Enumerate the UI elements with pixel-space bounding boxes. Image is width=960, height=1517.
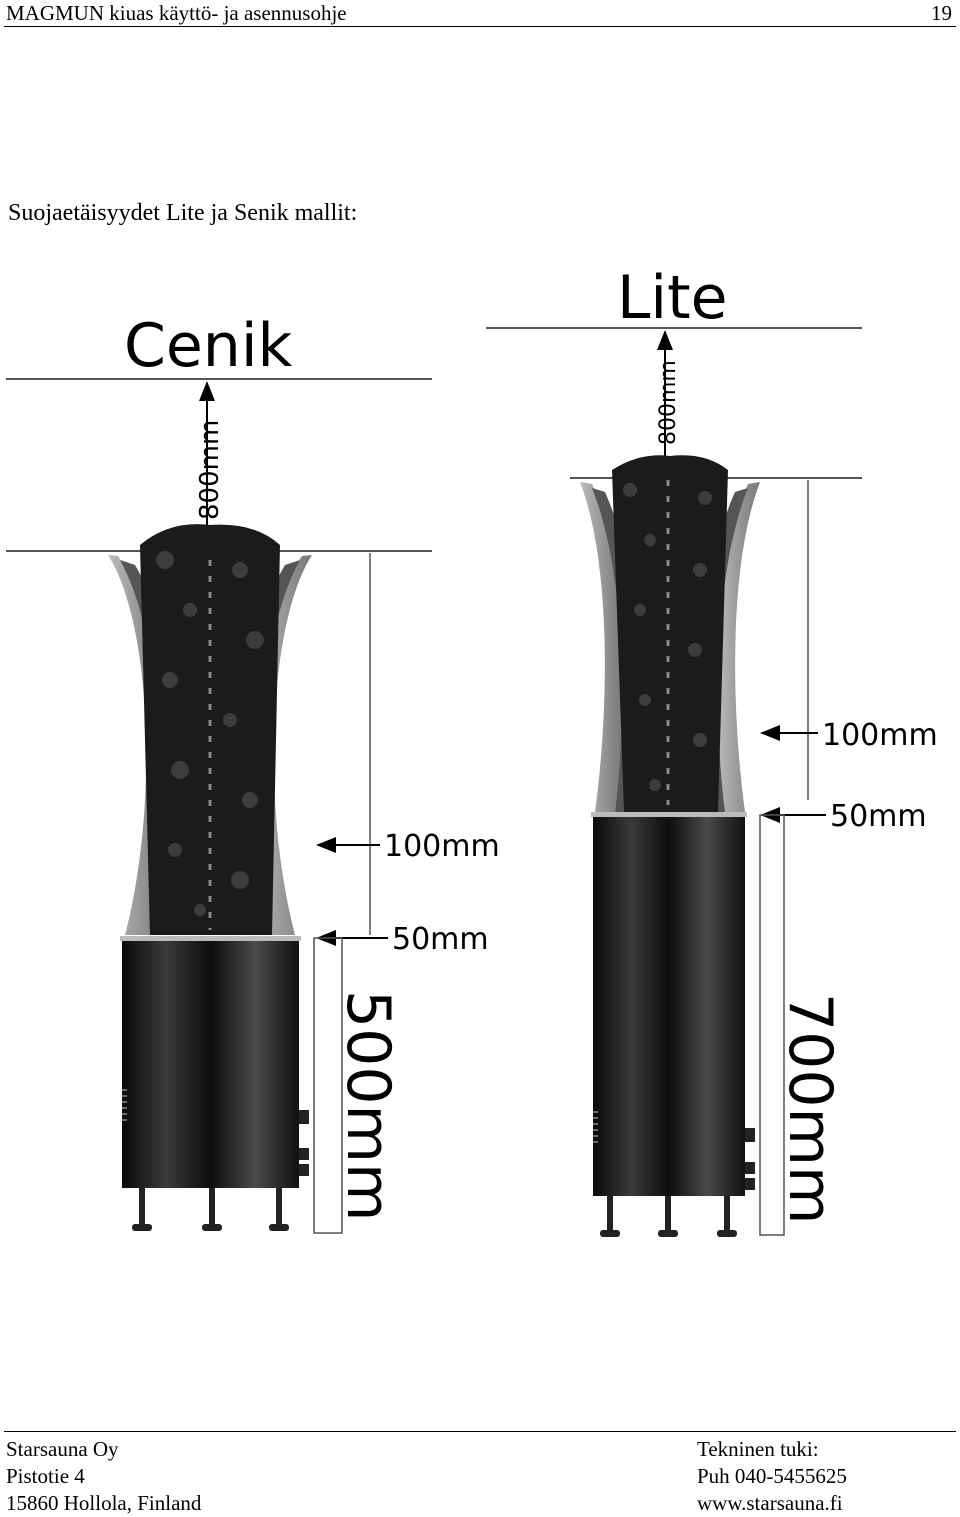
footer-support-title: Tekninen tuki: bbox=[697, 1437, 819, 1461]
cenik-height-bracket bbox=[313, 937, 343, 1234]
footer-phone: Puh 040-5455625 bbox=[697, 1464, 847, 1488]
footer-website: www.starsauna.fi bbox=[697, 1491, 843, 1515]
document-title: MAGMUN kiuas käyttö- ja asennusohje bbox=[6, 1, 347, 25]
cenik-heater-group: Cenik 800mm bbox=[6, 311, 500, 1234]
lite-stones bbox=[612, 455, 728, 812]
lite-label: Lite bbox=[617, 263, 728, 333]
section-heading: Suojaetäisyydet Lite ja Senik mallit: bbox=[8, 200, 358, 226]
lite-leaf-right bbox=[716, 482, 760, 812]
lite-top-clearance: 800mm bbox=[656, 360, 681, 445]
cenik-vent bbox=[122, 1089, 127, 1121]
lite-vent bbox=[593, 1111, 598, 1143]
lite-height-bracket bbox=[759, 814, 785, 1236]
cenik-body bbox=[122, 938, 299, 1188]
lite-leaf-left bbox=[580, 482, 624, 812]
cenik-stone-texture bbox=[156, 551, 264, 916]
cenik-label: Cenik bbox=[124, 311, 293, 381]
cenik-connectors bbox=[299, 1110, 309, 1176]
footer-rule bbox=[4, 1431, 956, 1432]
footer-company-name: Starsauna Oy bbox=[6, 1437, 119, 1461]
lite-body-rim bbox=[591, 812, 747, 817]
lite-side-upper: 100mm bbox=[822, 718, 938, 753]
footer-company-info: Starsauna Oy Pistotie 4 15860 Hollola, F… bbox=[6, 1436, 201, 1517]
safety-distance-diagram: Cenik 800mm bbox=[6, 263, 938, 1237]
cenik-body-rim bbox=[120, 936, 301, 941]
cenik-side-upper: 100mm bbox=[384, 829, 500, 864]
lite-heater-group: Lite 800mm 100mm bbox=[486, 263, 938, 1237]
cenik-top-clearance: 800mm bbox=[195, 420, 225, 520]
cenik-floor-height: 500mm bbox=[333, 990, 403, 1221]
lite-connectors bbox=[745, 1128, 755, 1190]
footer-support-info: Tekninen tuki: Puh 040-5455625 www.stars… bbox=[697, 1436, 847, 1517]
lite-floor-height: 700mm bbox=[775, 993, 845, 1224]
lite-legs bbox=[600, 1196, 737, 1237]
page-number: 19 bbox=[931, 1, 952, 25]
footer-street: Pistotie 4 bbox=[6, 1464, 85, 1488]
cenik-stones bbox=[140, 524, 280, 935]
lite-stone-texture bbox=[623, 483, 712, 791]
cenik-side-lower: 50mm bbox=[392, 922, 489, 957]
lite-body bbox=[593, 814, 745, 1196]
cenik-legs bbox=[132, 1188, 289, 1231]
footer-city: 15860 Hollola, Finland bbox=[6, 1491, 202, 1515]
lite-side-lower: 50mm bbox=[830, 799, 927, 834]
header-rule bbox=[4, 26, 956, 27]
